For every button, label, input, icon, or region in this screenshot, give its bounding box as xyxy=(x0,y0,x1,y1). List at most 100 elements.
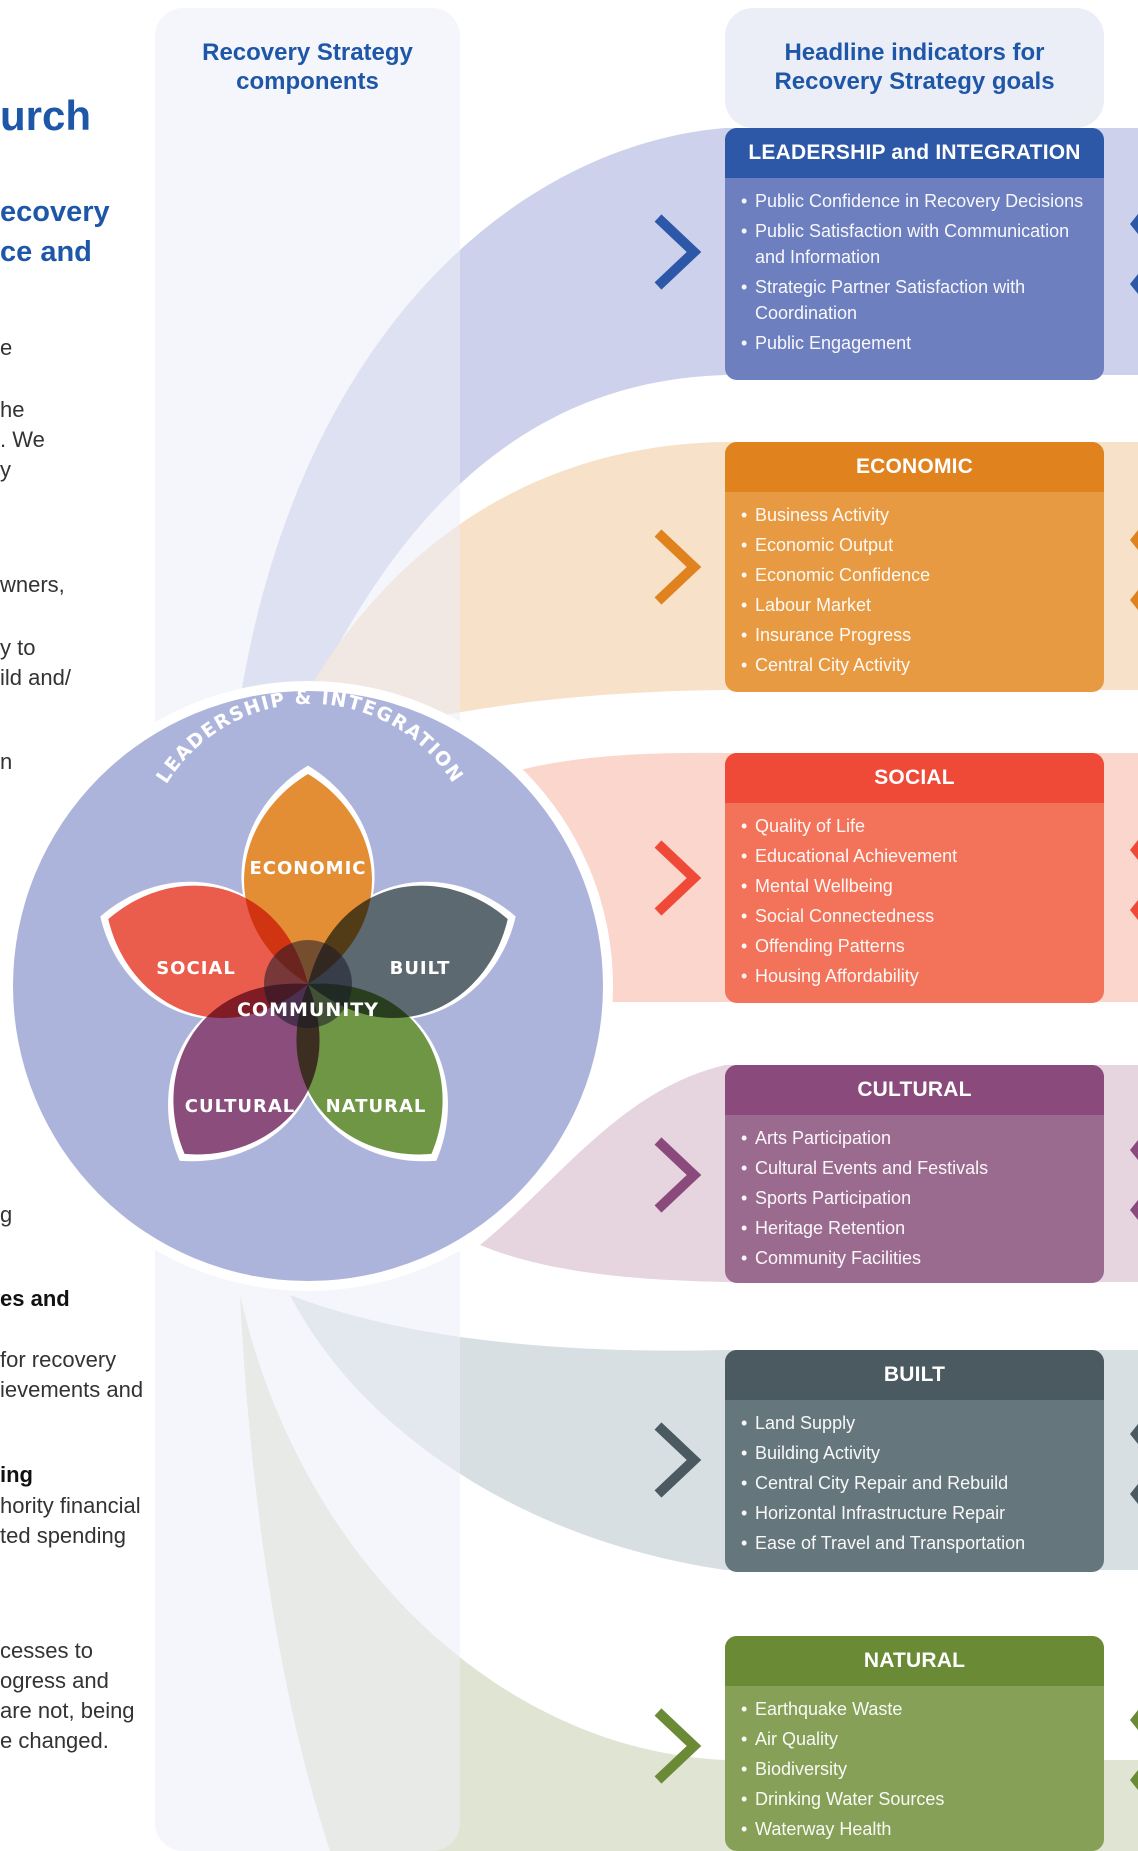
left-text-fragment: y to xyxy=(0,635,36,660)
indicator-item: Central City Activity xyxy=(739,652,1090,678)
chevron-right-icon xyxy=(654,1137,702,1213)
indicator-list: Land SupplyBuilding ActivityCentral City… xyxy=(739,1410,1090,1556)
indicator-item: Mental Wellbeing xyxy=(739,873,1090,899)
indicator-card: SOCIAL Quality of LifeEducational Achieve… xyxy=(725,753,1104,1003)
left-section-line: for recovery xyxy=(0,1347,117,1372)
petal-label: CULTURAL xyxy=(185,1096,295,1117)
indicator-item: Biodiversity xyxy=(739,1756,1090,1782)
left-section-line: ievements and xyxy=(0,1377,144,1402)
indicator-card-title: BUILT xyxy=(725,1350,1104,1400)
indicator-item: Community Facilities xyxy=(739,1245,1090,1271)
petal-label: ECONOMIC xyxy=(250,858,367,879)
left-title: urch xyxy=(0,92,92,139)
indicator-item: Housing Affordability xyxy=(739,963,1090,989)
left-text-fragment: n xyxy=(0,749,13,774)
indicator-card-title: ECONOMIC xyxy=(725,442,1104,492)
left-section-line: ogress and xyxy=(0,1668,109,1693)
indicator-item: Insurance Progress xyxy=(739,622,1090,648)
indicator-card: CULTURAL Arts ParticipationCultural Event… xyxy=(725,1065,1104,1283)
indicators-header: Headline indicators for Recovery Strateg… xyxy=(725,8,1104,128)
indicator-item: Public Confidence in Recovery Decisions xyxy=(739,188,1090,214)
petal-label: SOCIAL xyxy=(156,958,236,979)
indicator-card-title: CULTURAL xyxy=(725,1065,1104,1115)
petals: ECONOMIC BUILT NATURAL CULTURAL SOCIAL xyxy=(100,765,516,1162)
indicator-card-title: LEADERSHIP and INTEGRATION xyxy=(725,128,1104,178)
indicator-item: Educational Achievement xyxy=(739,843,1090,869)
indicator-item: Quality of Life xyxy=(739,813,1090,839)
indicator-item: Public Satisfaction with Communication a… xyxy=(739,218,1090,270)
community-center xyxy=(264,940,352,1028)
chevron-right-icon xyxy=(654,1422,702,1498)
indicator-list: Public Confidence in Recovery DecisionsP… xyxy=(739,188,1090,356)
chevron-right-icon xyxy=(654,1708,702,1784)
left-section-line: are not, being xyxy=(0,1698,135,1723)
indicator-item: Offending Patterns xyxy=(739,933,1090,959)
indicator-item: Building Activity xyxy=(739,1440,1090,1466)
left-section-line: cesses to xyxy=(0,1638,93,1663)
indicator-item: Economic Confidence xyxy=(739,562,1090,588)
indicator-card-body: Business ActivityEconomic OutputEconomic… xyxy=(725,492,1104,692)
petal-built xyxy=(308,885,508,1019)
indicator-card-body: Arts ParticipationCultural Events and Fe… xyxy=(725,1115,1104,1283)
indicator-card: NATURAL Earthquake WasteAir QualityBiodiv… xyxy=(725,1636,1104,1851)
indicator-item: Horizontal Infrastructure Repair xyxy=(739,1500,1090,1526)
left-text-fragment: g xyxy=(0,1202,13,1227)
indicator-card-body: Public Confidence in Recovery DecisionsP… xyxy=(725,178,1104,370)
petal-label: BUILT xyxy=(390,958,451,979)
left-subtitle-line-2: ce and xyxy=(0,236,92,268)
chevron-right-icon xyxy=(654,840,702,916)
left-text-fragment: e xyxy=(0,335,13,360)
indicator-item: Cultural Events and Festivals xyxy=(739,1155,1090,1181)
indicator-item: Drinking Water Sources xyxy=(739,1786,1090,1812)
left-subtitle-line-1: ecovery xyxy=(0,196,110,228)
left-section-heading: ing xyxy=(0,1462,33,1487)
right-edge-arrows xyxy=(1130,214,1138,1790)
components-header-title: Recovery Strategy components xyxy=(202,39,413,95)
indicator-card-title: NATURAL xyxy=(725,1636,1104,1686)
petal-cultural xyxy=(173,983,320,1155)
indicator-item: Business Activity xyxy=(739,502,1090,528)
indicator-item: Heritage Retention xyxy=(739,1215,1090,1241)
indicator-card: BUILT Land SupplyBuilding ActivityCentral… xyxy=(725,1350,1104,1572)
left-text-fragment: wners, xyxy=(0,572,65,597)
recovery-flower-diagram: LEADERSHIP & INTEGRATION ECONOMICBUILTNA… xyxy=(3,681,613,1291)
indicator-item: Central City Repair and Rebuild xyxy=(739,1470,1090,1496)
petal-social xyxy=(108,885,308,1019)
chevron-right-icon xyxy=(654,529,702,605)
indicator-card: ECONOMIC Business ActivityEconomic Output… xyxy=(725,442,1104,692)
indicator-item: Waterway Health xyxy=(739,1816,1090,1842)
indicator-card-body: Quality of LifeEducational AchievementMe… xyxy=(725,803,1104,1003)
left-section-line: e changed. xyxy=(0,1728,109,1753)
left-section-line: hority financial xyxy=(0,1493,141,1518)
left-section-line: ted spending xyxy=(0,1523,126,1548)
left-text-fragment: y xyxy=(0,457,11,482)
indicator-item: Ease of Travel and Transportation xyxy=(739,1530,1090,1556)
components-header: Recovery Strategy components xyxy=(155,8,460,128)
indicator-item: Arts Participation xyxy=(739,1125,1090,1151)
indicator-item: Social Connectedness xyxy=(739,903,1090,929)
chevron-right-icon xyxy=(654,214,702,290)
indicator-card-body: Earthquake WasteAir QualityBiodiversityD… xyxy=(725,1686,1104,1851)
indicator-item: Public Engagement xyxy=(739,330,1090,356)
indicator-item: Economic Output xyxy=(739,532,1090,558)
petal-label: NATURAL xyxy=(326,1096,427,1117)
left-text-fragment: ild and/ xyxy=(0,665,71,690)
indicator-item: Land Supply xyxy=(739,1410,1090,1436)
indicator-list: Quality of LifeEducational AchievementMe… xyxy=(739,813,1090,989)
indicator-card-body: Land SupplyBuilding ActivityCentral City… xyxy=(725,1400,1104,1570)
indicator-item: Sports Participation xyxy=(739,1185,1090,1211)
left-section-heading: es and xyxy=(0,1286,70,1311)
center-label: COMMUNITY xyxy=(237,999,379,1021)
indicator-list: Arts ParticipationCultural Events and Fe… xyxy=(739,1125,1090,1271)
band-natural xyxy=(240,1295,1138,1851)
indicator-item: Labour Market xyxy=(739,592,1090,618)
indicator-item: Air Quality xyxy=(739,1726,1090,1752)
indicator-list: Business ActivityEconomic OutputEconomic… xyxy=(739,502,1090,678)
indicator-card: LEADERSHIP and INTEGRATION Public Confide… xyxy=(725,128,1104,380)
indicator-list: Earthquake WasteAir QualityBiodiversityD… xyxy=(739,1696,1090,1842)
left-text-fragment: . We xyxy=(0,427,45,452)
indicator-item: Earthquake Waste xyxy=(739,1696,1090,1722)
indicator-item: Strategic Partner Satisfaction with Coor… xyxy=(739,274,1090,326)
indicator-card-title: SOCIAL xyxy=(725,753,1104,803)
